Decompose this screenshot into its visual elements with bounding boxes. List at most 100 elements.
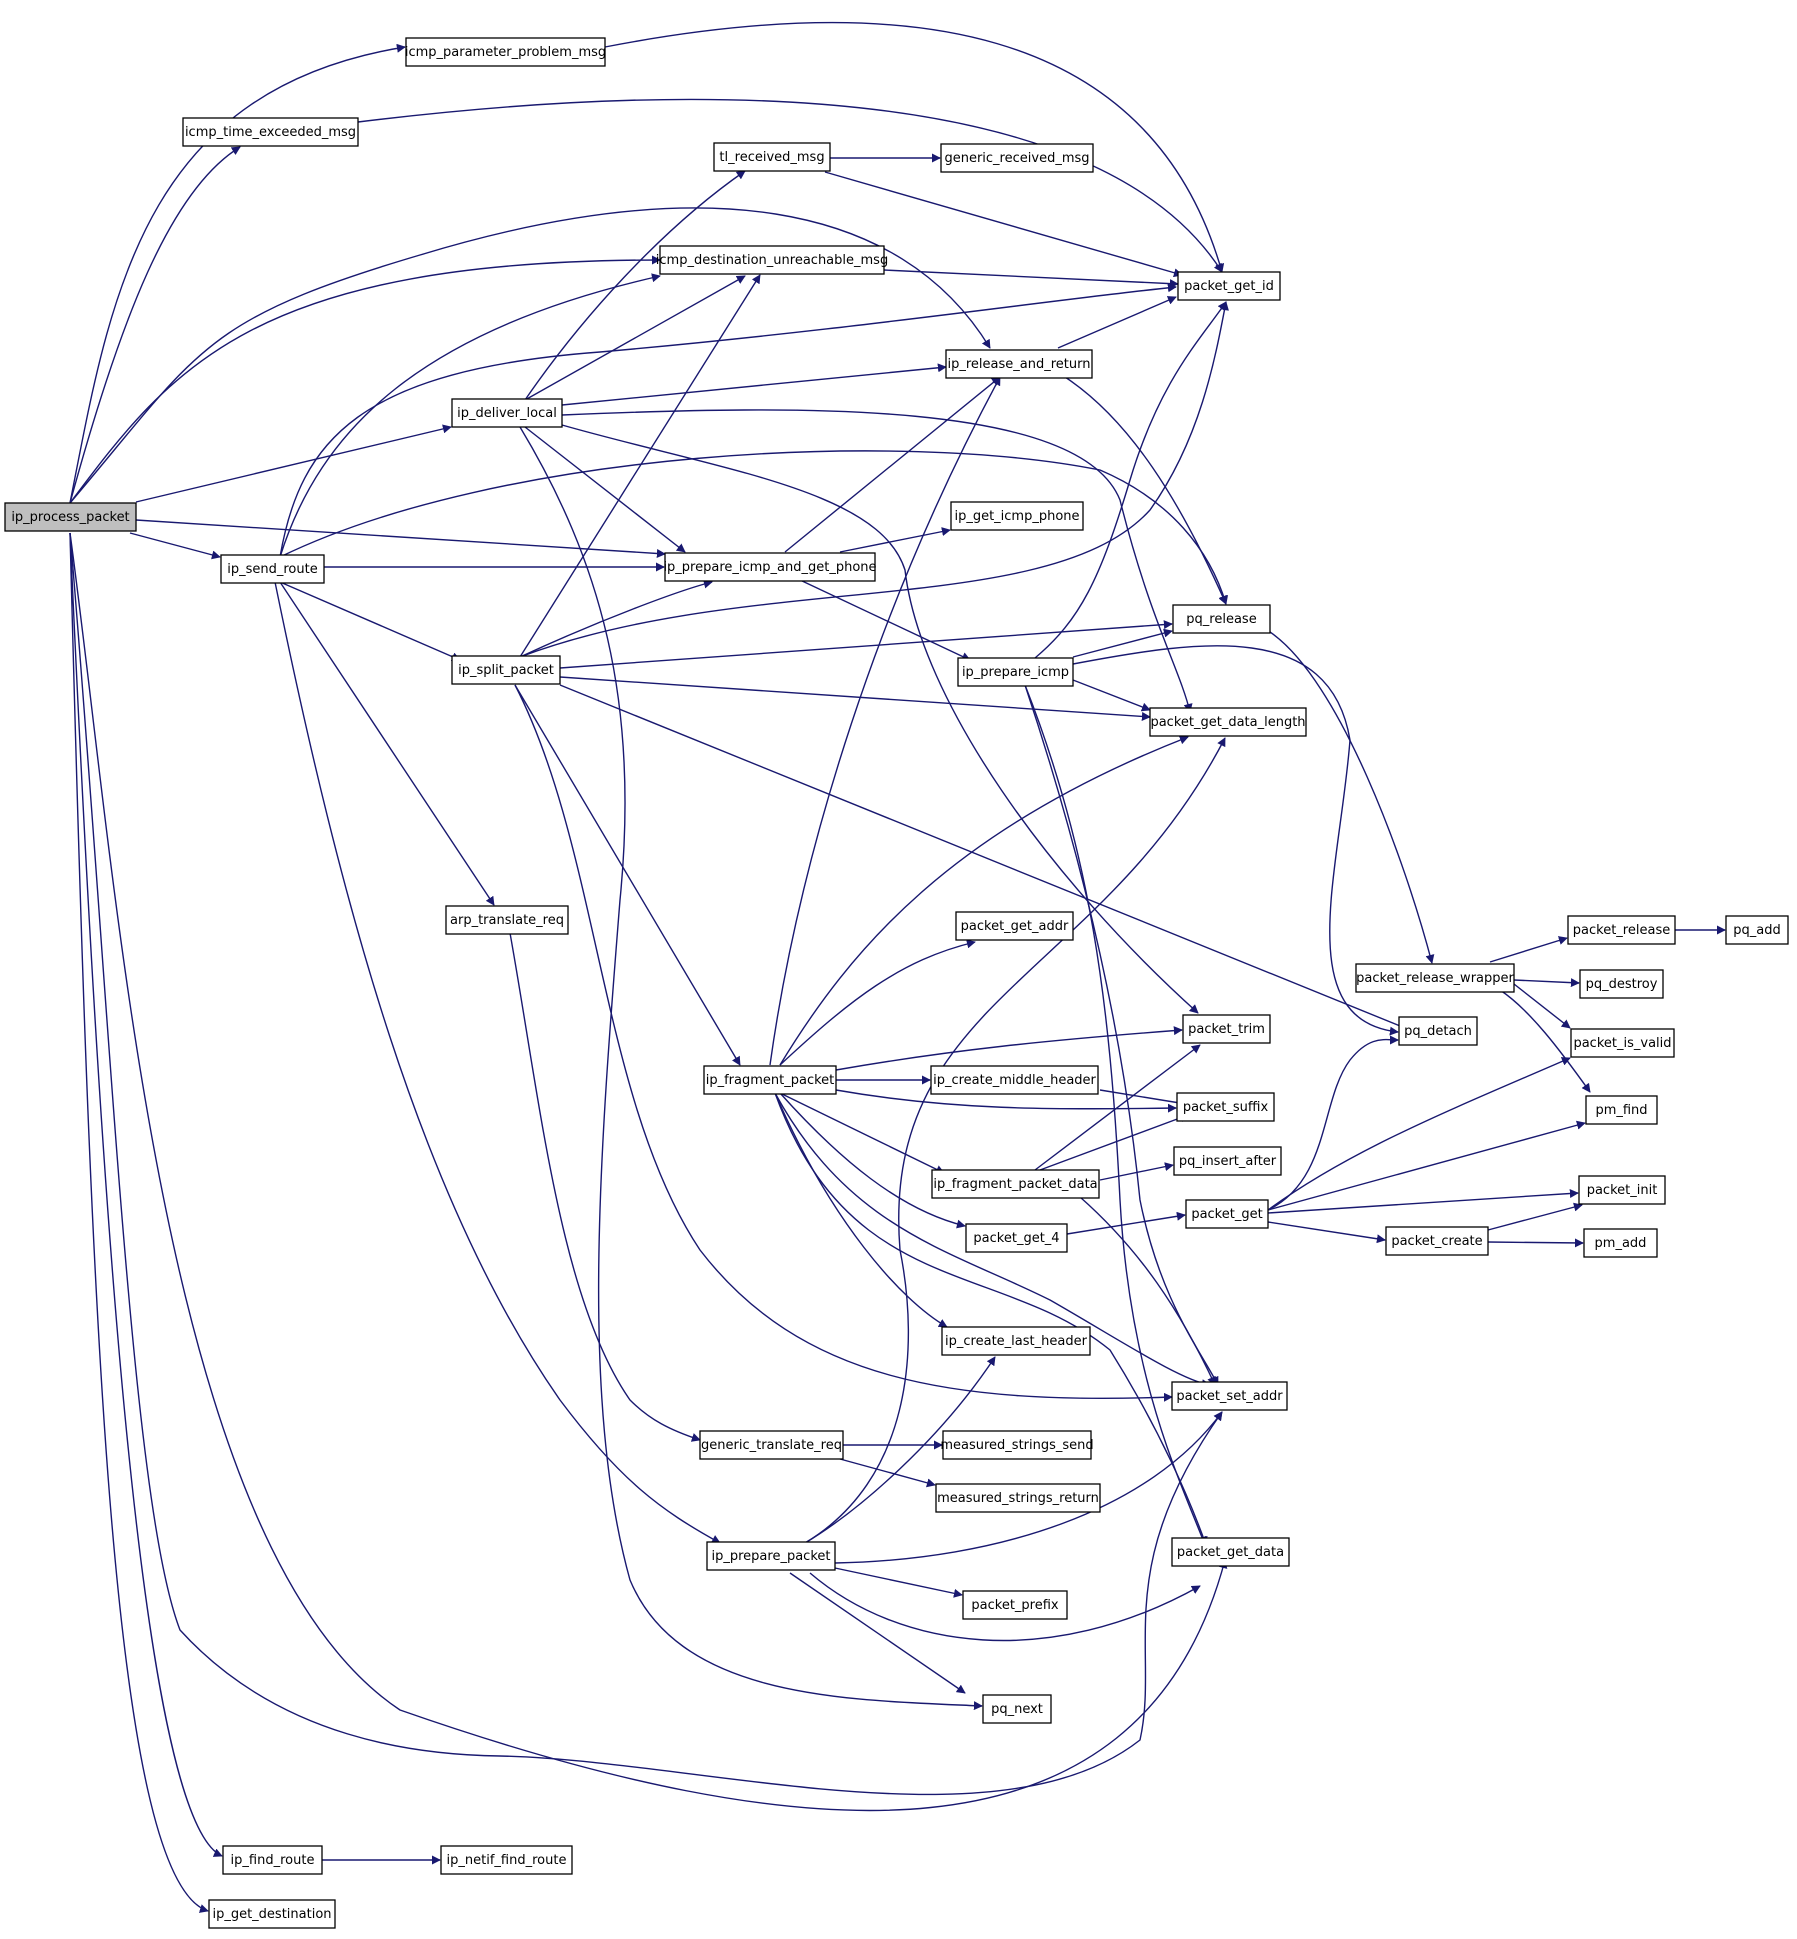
nodes: ip_process_packet icmp_parameter_problem… <box>4 37 1789 1929</box>
edge-prep-icmp-to-get-id <box>1034 301 1227 659</box>
node-packet-get-data-length[interactable]: packet_get_data_length <box>1149 707 1307 737</box>
node-label: ip_prepare_icmp_and_get_phone <box>663 560 876 575</box>
node-ip-fragment-packet[interactable]: ip_fragment_packet <box>703 1065 837 1095</box>
node-pq-release[interactable]: pq_release <box>1172 604 1271 634</box>
node-pm-add[interactable]: pm_add <box>1583 1228 1658 1258</box>
node-label: ip_split_packet <box>458 663 554 678</box>
node-ip-release-and-return[interactable]: ip_release_and_return <box>945 349 1093 379</box>
node-label: ip_netif_find_route <box>447 1853 567 1868</box>
edge-send-route-to-dest-unreach <box>279 273 661 558</box>
node-packet-prefix[interactable]: packet_prefix <box>962 1590 1068 1620</box>
edge-middle-header-to-suffix <box>1099 1089 1187 1108</box>
edge-prep-phone-to-get-icmp-phone <box>839 527 951 553</box>
edge-prepare-packet-to-data-length <box>804 737 1226 1544</box>
edge-split-to-pq-detach <box>559 684 1411 1032</box>
node-ip-split-packet[interactable]: ip_split_packet <box>451 655 561 685</box>
node-ip-create-last-header[interactable]: ip_create_last_header <box>941 1326 1091 1356</box>
edge-release-wrapper-to-is-valid <box>1513 983 1571 1029</box>
edge-dest-unreach-to-get-id <box>883 269 1179 289</box>
node-label: pq_release <box>1186 612 1256 627</box>
node-ip-netif-find-route[interactable]: ip_netif_find_route <box>440 1845 573 1875</box>
node-label: measured_strings_return <box>937 1491 1099 1506</box>
node-packet-get-data[interactable]: packet_get_data <box>1171 1537 1290 1567</box>
node-ip-deliver-local[interactable]: ip_deliver_local <box>451 398 563 428</box>
node-ip-fragment-packet-data[interactable]: ip_fragment_packet_data <box>931 1169 1100 1199</box>
node-pq-next[interactable]: pq_next <box>982 1694 1052 1724</box>
node-measured-strings-return[interactable]: measured_strings_return <box>935 1483 1101 1513</box>
node-ip-get-destination[interactable]: ip_get_destination <box>208 1899 336 1929</box>
edge-process-to-prepare-icmp-and-get-phone <box>135 519 666 558</box>
node-icmp-time-exceeded-msg[interactable]: icmp_time_exceeded_msg <box>182 117 359 147</box>
node-generic-received-msg[interactable]: generic_received_msg <box>940 143 1094 173</box>
node-label: pq_next <box>991 1702 1043 1717</box>
node-ip-prepare-icmp-and-get-phone[interactable]: ip_prepare_icmp_and_get_phone <box>663 552 877 582</box>
node-packet-is-valid[interactable]: packet_is_valid <box>1570 1028 1675 1058</box>
node-pq-add[interactable]: pq_add <box>1725 915 1789 945</box>
node-arp-translate-req[interactable]: arp_translate_req <box>445 905 569 935</box>
node-label: packet_release_wrapper <box>1356 971 1514 986</box>
node-label: icmp_parameter_problem_msg <box>405 45 606 60</box>
node-ip-process-packet[interactable]: ip_process_packet <box>4 502 137 532</box>
node-packet-trim[interactable]: packet_trim <box>1182 1014 1271 1044</box>
node-label: pq_detach <box>1404 1024 1472 1039</box>
edge-prep-phone-to-prepare-icmp <box>799 579 971 661</box>
node-packet-set-addr[interactable]: packet_set_addr <box>1171 1381 1288 1411</box>
node-ip-prepare-icmp[interactable]: ip_prepare_icmp <box>957 657 1074 687</box>
node-label: ip_process_packet <box>11 510 129 525</box>
edge-packet-get-to-pm-find <box>1267 1120 1586 1211</box>
node-pq-insert-after[interactable]: pq_insert_after <box>1173 1146 1282 1176</box>
edge-fragment-to-release-and-return <box>769 376 1001 1066</box>
node-label: packet_get_addr <box>961 919 1069 934</box>
edge-send-route-to-pq-release <box>279 450 1229 605</box>
node-pq-detach[interactable]: pq_detach <box>1398 1016 1478 1046</box>
node-packet-get[interactable]: packet_get <box>1185 1199 1269 1229</box>
edge-deliver-local-to-pq-next <box>519 426 983 1711</box>
node-packet-release[interactable]: packet_release <box>1567 915 1676 945</box>
edge-process-to-deliver-local <box>135 424 452 503</box>
node-label: pq_add <box>1733 923 1780 938</box>
edge-process-to-dest-unreach <box>69 255 661 504</box>
node-label: ip_fragment_packet_data <box>933 1177 1097 1192</box>
edge-release-wrapper-to-pm-find <box>1499 989 1591 1093</box>
node-label: generic_translate_req <box>701 1438 842 1453</box>
node-packet-suffix[interactable]: packet_suffix <box>1176 1092 1275 1122</box>
node-generic-translate-req[interactable]: generic_translate_req <box>699 1430 844 1460</box>
node-pm-find[interactable]: pm_find <box>1585 1095 1658 1125</box>
node-tl-received-msg[interactable]: tl_received_msg <box>713 142 831 172</box>
node-packet-get-id[interactable]: packet_get_id <box>1177 271 1281 301</box>
edge-prepare-packet-to-get-data <box>809 1572 1201 1642</box>
node-packet-init[interactable]: packet_init <box>1578 1175 1666 1205</box>
edge-split-to-fragment-packet <box>514 684 741 1066</box>
node-ip-find-route[interactable]: ip_find_route <box>222 1845 323 1875</box>
edge-fragment-data-to-packet-trim <box>1034 1044 1201 1171</box>
node-label: pm_find <box>1595 1103 1647 1118</box>
edge-packet-create-to-pm-add <box>1487 1238 1584 1248</box>
node-ip-send-route[interactable]: ip_send_route <box>220 554 325 584</box>
node-icmp-destination-unreachable-msg[interactable]: icmp_destination_unreachable_msg <box>656 245 888 275</box>
node-measured-strings-send[interactable]: measured_strings_send <box>940 1430 1094 1460</box>
edge-fragment-to-get-data <box>774 1092 1208 1546</box>
node-packet-get-addr[interactable]: packet_get_addr <box>955 911 1074 941</box>
node-label: icmp_time_exceeded_msg <box>185 125 356 140</box>
node-label: ip_find_route <box>231 1853 315 1868</box>
edge-packet-get-to-is-valid <box>1267 1057 1571 1211</box>
edge-deliver-local-to-dest-unreach <box>524 275 746 401</box>
node-ip-create-middle-header[interactable]: ip_create_middle_header <box>930 1065 1099 1095</box>
node-icmp-parameter-problem-msg[interactable]: icmp_parameter_problem_msg <box>405 37 606 67</box>
node-packet-create[interactable]: packet_create <box>1385 1226 1489 1256</box>
node-packet-get-4[interactable]: packet_get_4 <box>965 1223 1068 1253</box>
node-label: packet_get_4 <box>973 1231 1059 1246</box>
edge-packet-create-to-packet-init <box>1487 1202 1583 1231</box>
edge-send-route-to-get-id <box>279 283 1177 558</box>
edge-prepare-packet-to-prefix <box>834 1567 963 1598</box>
node-ip-prepare-packet[interactable]: ip_prepare_packet <box>706 1541 836 1571</box>
node-label: packet_prefix <box>971 1598 1059 1613</box>
edge-deliver-local-to-data-length <box>561 409 1193 713</box>
node-ip-get-icmp-phone[interactable]: ip_get_icmp_phone <box>950 501 1084 531</box>
node-packet-release-wrapper[interactable]: packet_release_wrapper <box>1355 963 1515 993</box>
edge-prepare-packet-to-pq-next <box>789 1572 966 1694</box>
node-pq-destroy[interactable]: pq_destroy <box>1579 969 1664 999</box>
edge-fragment-to-last-header <box>774 1092 948 1328</box>
edge-prep-icmp-to-pq-detach <box>1072 645 1399 1036</box>
